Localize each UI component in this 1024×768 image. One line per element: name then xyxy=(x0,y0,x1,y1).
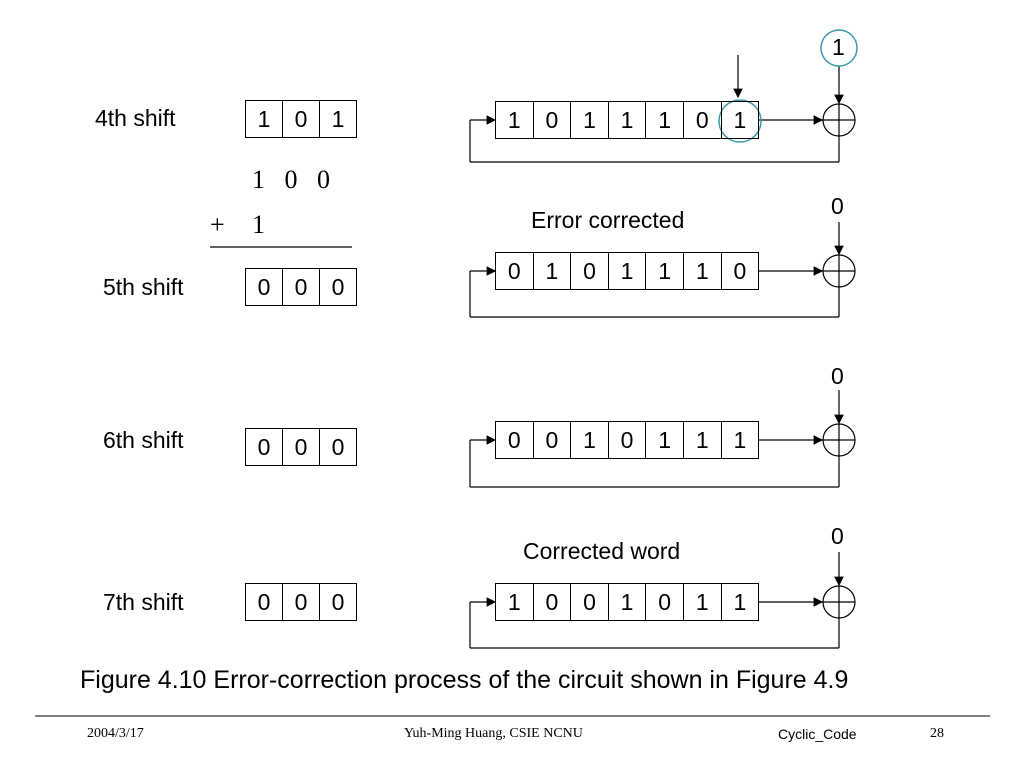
buffer-cell: 1 xyxy=(532,253,571,289)
row3-wiring xyxy=(469,390,856,488)
shift-label: 7th shift xyxy=(103,589,184,615)
input-bit: 1 xyxy=(832,34,845,60)
buffer-cell: 0 xyxy=(720,253,759,289)
buffer-cell: 1 xyxy=(607,253,646,289)
register-cell: 0 xyxy=(319,269,356,305)
register-cell: 0 xyxy=(319,584,356,620)
input-highlight-circle xyxy=(820,29,858,67)
corrected-word-note: Corrected word xyxy=(523,538,681,564)
buffer-cell: 1 xyxy=(682,253,721,289)
buffer-cell: 1 xyxy=(645,253,683,289)
buffer-cell: 0 xyxy=(507,426,521,453)
input-bit: 0 xyxy=(831,363,844,389)
addition-top-value: 1 0 0 xyxy=(252,165,330,194)
syndrome-register: 1 0 1 xyxy=(245,100,357,138)
buffer-cell: 1 xyxy=(720,584,759,620)
register-cell: 0 xyxy=(319,429,356,465)
buffer-cell: 1 xyxy=(570,102,608,138)
row1-wiring xyxy=(469,29,858,163)
register-cell: 1 xyxy=(257,105,271,132)
buffer-cell: 1 xyxy=(507,106,521,133)
buffer-cell: 0 xyxy=(607,422,646,458)
register-cell: 0 xyxy=(282,269,319,305)
row4-wiring xyxy=(469,552,856,649)
register-cell: 1 xyxy=(319,101,356,137)
footer-author: Yuh-Ming Huang, CSIE NCNU xyxy=(404,726,583,741)
buffer-cell: 1 xyxy=(570,422,608,458)
figure-caption: Figure 4.10 Error-correction process of … xyxy=(80,666,849,694)
syndrome-register: 0 0 0 xyxy=(245,583,357,621)
shift-label: 6th shift xyxy=(103,427,184,453)
addition-addend: 1 xyxy=(252,210,265,239)
buffer-cell: 0 xyxy=(645,584,683,620)
buffer-cell: 1 xyxy=(720,422,759,458)
register-cell: 0 xyxy=(257,273,271,300)
shift-label: 4th shift xyxy=(95,105,176,131)
syndrome-register: 0 0 0 xyxy=(245,268,357,306)
input-bit: 0 xyxy=(831,523,844,549)
register-cell: 0 xyxy=(257,588,271,615)
buffer-cell: 0 xyxy=(532,102,571,138)
error-bit-highlight-circle xyxy=(718,99,762,143)
buffer-cell: 0 xyxy=(570,584,608,620)
shift-label: 5th shift xyxy=(103,274,184,300)
buffer-cell: 0 xyxy=(532,584,571,620)
buffer-cell: 0 xyxy=(682,102,721,138)
buffer-cell: 1 xyxy=(645,102,683,138)
addition-plus-sign: + xyxy=(210,210,225,239)
buffer-register: 0 0 1 0 1 1 1 xyxy=(495,421,760,459)
buffer-cell: 0 xyxy=(532,422,571,458)
buffer-register: 1 0 1 1 1 0 1 xyxy=(495,101,760,139)
register-cell: 0 xyxy=(257,433,271,460)
buffer-cell: 1 xyxy=(682,422,721,458)
register-cell: 0 xyxy=(282,429,319,465)
row2-wiring xyxy=(469,222,856,318)
buffer-cell: 1 xyxy=(682,584,721,620)
syndrome-register: 0 0 0 xyxy=(245,428,357,466)
buffer-cell: 1 xyxy=(720,102,759,138)
page-number: 28 xyxy=(930,726,944,741)
buffer-cell: 1 xyxy=(507,588,521,615)
register-cell: 0 xyxy=(282,584,319,620)
buffer-register: 1 0 0 1 0 1 1 xyxy=(495,583,760,621)
footer-topic: Cyclic_Code xyxy=(778,726,857,742)
buffer-cell: 0 xyxy=(570,253,608,289)
input-bit: 0 xyxy=(831,193,844,219)
buffer-cell: 1 xyxy=(645,422,683,458)
buffer-cell: 1 xyxy=(607,584,646,620)
footer-date: 2004/3/17 xyxy=(87,726,144,741)
buffer-cell: 0 xyxy=(507,257,521,284)
buffer-register: 0 1 0 1 1 1 0 xyxy=(495,252,760,290)
error-corrected-note: Error corrected xyxy=(531,207,685,233)
register-cell: 0 xyxy=(282,101,319,137)
buffer-cell: 1 xyxy=(607,102,646,138)
